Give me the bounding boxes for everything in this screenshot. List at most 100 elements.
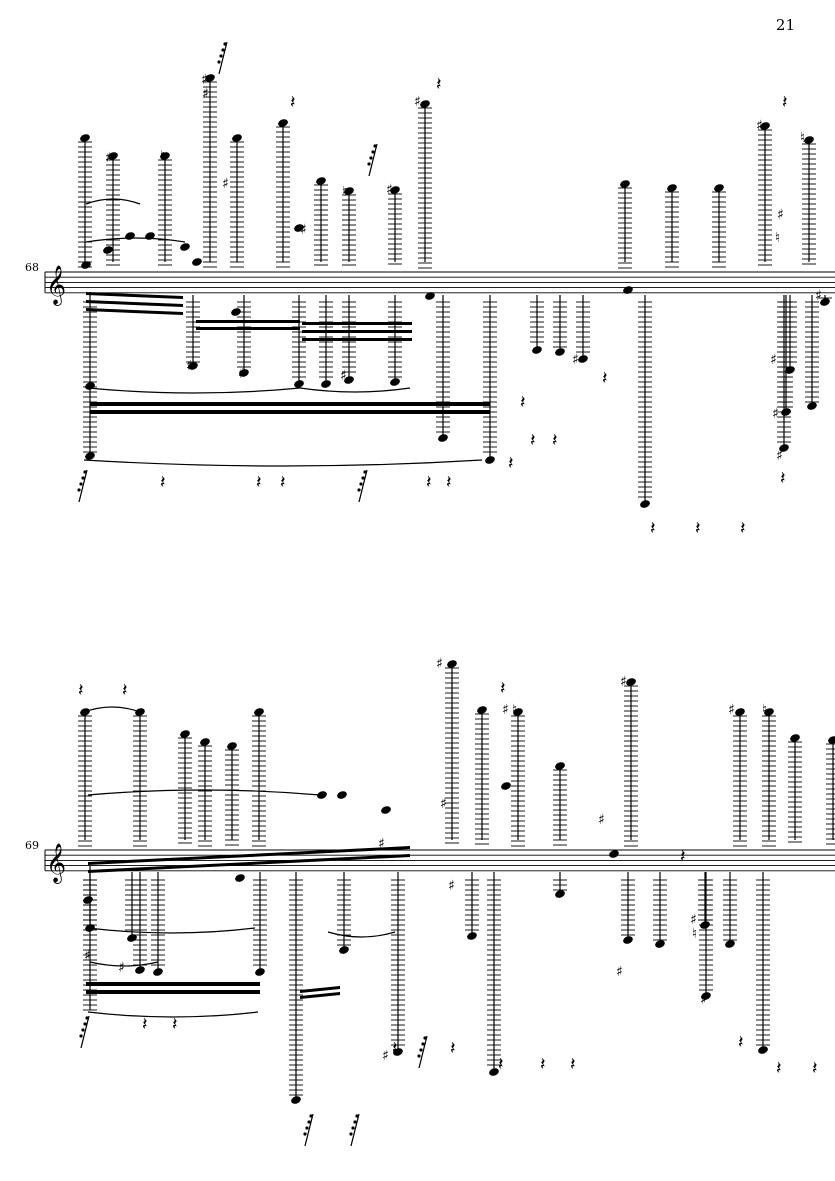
natural-icon: ♮ xyxy=(775,230,780,246)
dot xyxy=(77,488,81,492)
notehead xyxy=(231,308,241,316)
rest-icon: 𝄽 xyxy=(602,368,608,389)
dot xyxy=(363,470,367,474)
beam xyxy=(300,986,340,993)
rest-icon: 𝄽 xyxy=(436,74,442,95)
sharp-icon: ♯ xyxy=(386,182,393,198)
notehead xyxy=(501,782,511,790)
tremolo-slash xyxy=(304,1113,314,1147)
sharp-icon: ♯ xyxy=(340,368,347,384)
sharp-icon: ♯ xyxy=(776,448,783,464)
rest-icon: 𝄽 xyxy=(172,1014,178,1035)
dot xyxy=(81,1028,85,1032)
sharp-icon: ♯ xyxy=(815,288,822,304)
natural-icon: ♮ xyxy=(762,702,767,718)
rest-icon: 𝄽 xyxy=(738,1032,744,1053)
sharp-icon: ♯ xyxy=(300,222,307,238)
dot xyxy=(85,1016,89,1020)
sharp-icon: ♯ xyxy=(700,992,707,1008)
sharp-icon: ♯ xyxy=(770,352,777,368)
tremolo-slash xyxy=(358,469,368,503)
dot xyxy=(373,144,377,148)
notehead xyxy=(623,286,633,294)
page-number: 21 xyxy=(775,16,795,34)
beam xyxy=(196,327,300,330)
beam xyxy=(86,292,183,299)
natural-icon: ♮ xyxy=(692,926,697,942)
dot xyxy=(371,150,375,154)
sharp-icon: ♯ xyxy=(620,674,627,690)
sharp-icon: ♯ xyxy=(118,960,125,976)
beam xyxy=(88,846,410,865)
sharp-icon: ♯ xyxy=(572,352,579,368)
dot xyxy=(367,162,371,166)
dot xyxy=(351,1126,355,1130)
sharp-icon: ♯ xyxy=(436,656,443,672)
slur xyxy=(87,927,256,934)
notehead xyxy=(381,806,391,814)
sharp-icon: ♯ xyxy=(105,150,112,166)
notehead xyxy=(125,232,135,240)
dot xyxy=(83,1022,87,1026)
notehead xyxy=(145,232,155,240)
rest-icon: 𝄽 xyxy=(782,92,788,113)
tremolo-slash xyxy=(350,1113,360,1147)
sharp-icon: ♯ xyxy=(440,796,447,812)
tremolo-slash xyxy=(368,143,378,177)
natural-icon: ♮ xyxy=(342,184,347,200)
slur xyxy=(299,387,411,393)
sharp-icon: ♯ xyxy=(186,358,193,374)
dot xyxy=(217,60,221,64)
rest-icon: 𝄽 xyxy=(142,1014,148,1035)
dot xyxy=(357,488,361,492)
sharp-icon: ♯ xyxy=(84,948,91,964)
tremolo-slash xyxy=(218,41,228,75)
tremolo-slash xyxy=(418,1035,428,1069)
rest-icon: 𝄽 xyxy=(446,472,452,493)
dot xyxy=(353,1120,357,1124)
dot xyxy=(223,42,227,46)
notehead xyxy=(192,258,202,266)
tremolo-slash xyxy=(80,1015,90,1049)
dot xyxy=(83,470,87,474)
beam xyxy=(86,982,260,986)
rest-icon: 𝄽 xyxy=(508,453,514,474)
notehead xyxy=(425,292,435,300)
rest-icon: 𝄽 xyxy=(122,680,128,701)
natural-icon: ♮ xyxy=(800,130,805,146)
rest-icon: 𝄽 xyxy=(450,1038,456,1059)
beam xyxy=(302,330,412,333)
rest-icon: 𝄽 xyxy=(256,472,262,493)
dot xyxy=(349,1132,353,1136)
notehead xyxy=(609,850,619,858)
notehead xyxy=(294,224,304,232)
rest-icon: 𝄽 xyxy=(540,1054,546,1075)
natural-icon: ♮ xyxy=(160,148,165,164)
rest-icon: 𝄽 xyxy=(280,472,286,493)
dot xyxy=(369,156,373,160)
natural-icon: ♮ xyxy=(512,702,517,718)
treble-clef-icon: 𝄞 xyxy=(46,843,66,884)
sharp-icon: ♯ xyxy=(502,702,509,718)
sharp-icon: ♯ xyxy=(777,207,784,223)
beam xyxy=(90,410,490,414)
beam xyxy=(88,854,410,873)
sharp-icon: ♯ xyxy=(238,366,245,382)
dot xyxy=(303,1132,307,1136)
rest-icon: 𝄽 xyxy=(552,430,558,451)
rest-icon: 𝄽 xyxy=(78,680,84,701)
dot xyxy=(305,1126,309,1130)
beam xyxy=(86,990,260,994)
sharp-icon: ♯ xyxy=(728,702,735,718)
rest-icon: 𝄽 xyxy=(650,518,656,539)
rest-icon: 𝄽 xyxy=(500,678,506,699)
beam xyxy=(86,308,183,315)
rest-icon: 𝄽 xyxy=(680,846,686,867)
sharp-icon: ♯ xyxy=(382,1048,389,1064)
beam xyxy=(302,322,412,325)
slur xyxy=(83,459,483,467)
dot xyxy=(359,482,363,486)
notehead xyxy=(81,261,91,269)
rest-icon: 𝄽 xyxy=(160,472,166,493)
sharp-icon: ♯ xyxy=(616,964,623,980)
